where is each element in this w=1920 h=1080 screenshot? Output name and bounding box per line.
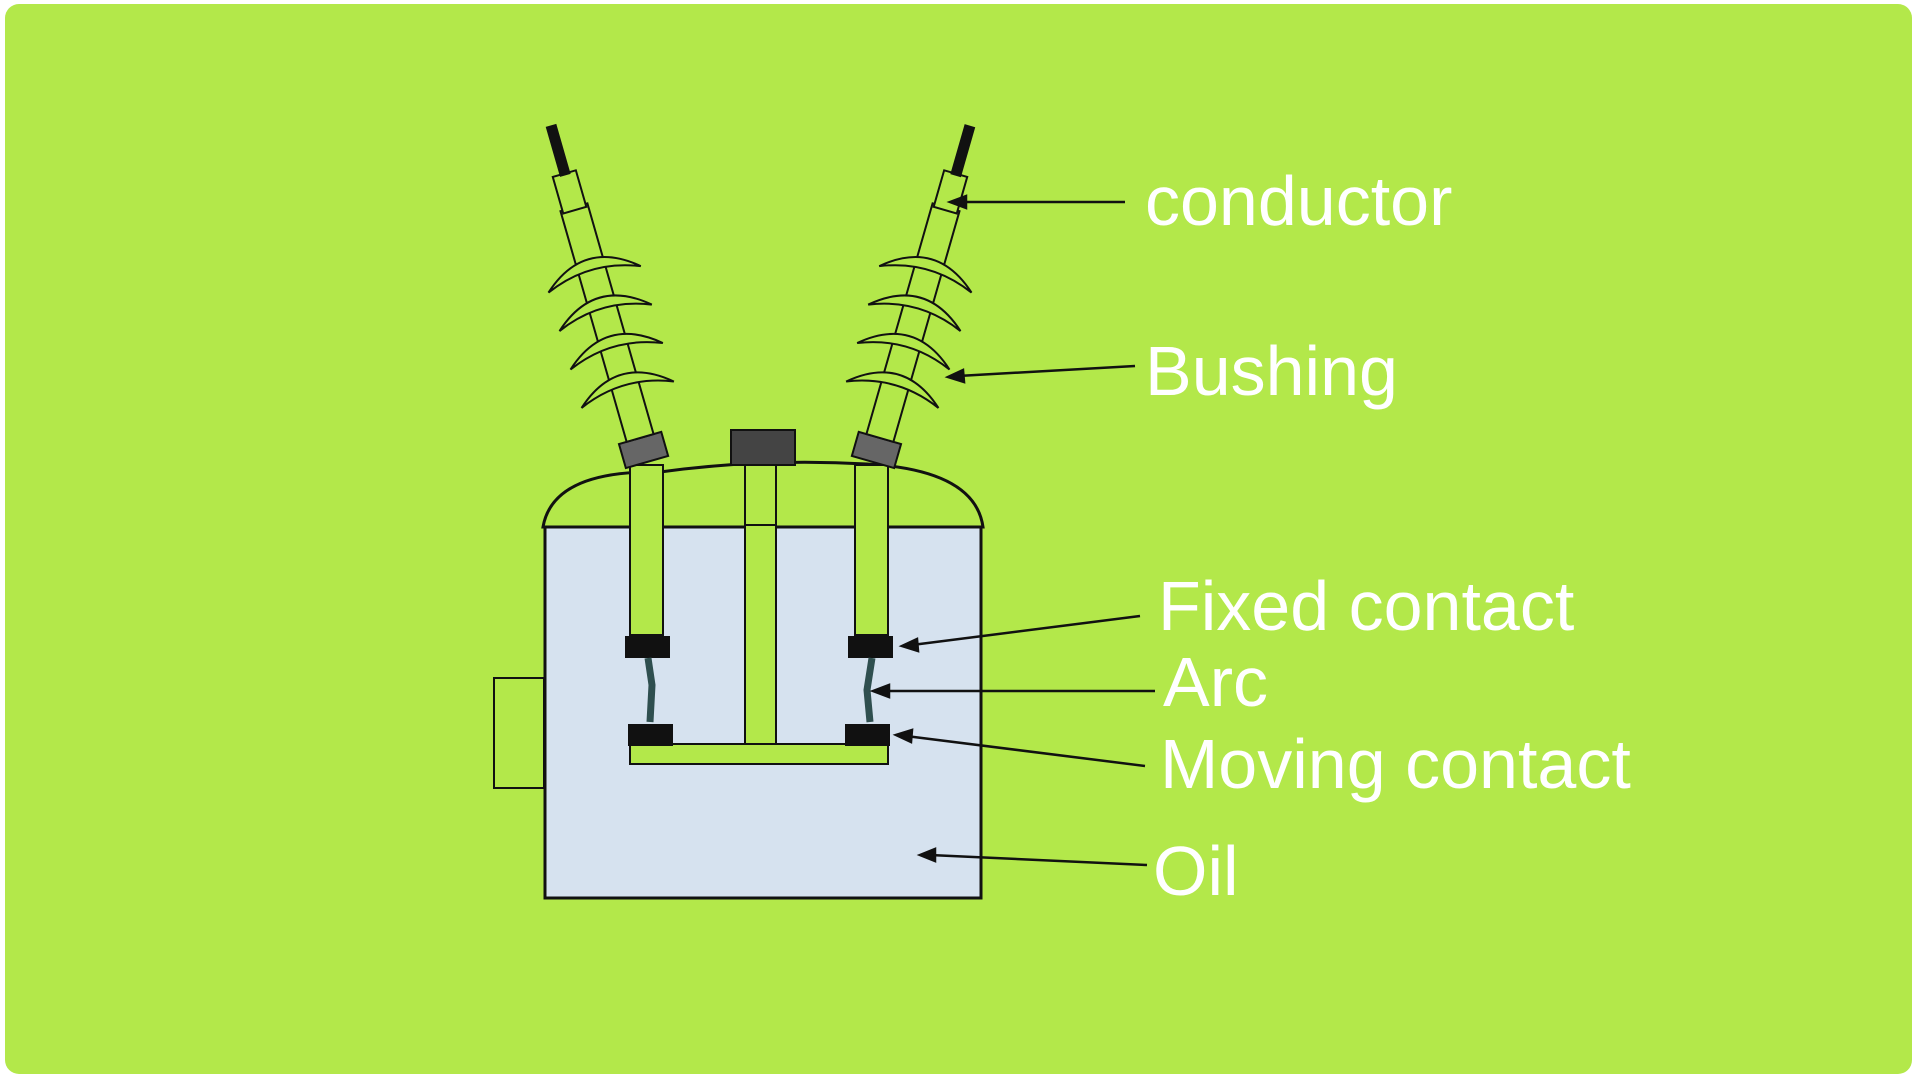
oil-arrow [916, 847, 937, 863]
moving-contact-arrow [892, 728, 914, 744]
moving-contact-bar [629, 743, 889, 765]
fixed-contact-label: Fixed contact [1158, 567, 1574, 645]
left-bushing [545, 123, 675, 470]
bushing-leader [957, 364, 1136, 378]
right-moving-contact [845, 724, 890, 746]
operating-rod-cap [730, 429, 796, 466]
moving-contact-leader [905, 734, 1146, 768]
operating-rod-upper [744, 464, 777, 526]
left-bushing-stem [629, 464, 664, 636]
operating-rod [744, 524, 777, 746]
right-bushing [845, 124, 976, 470]
bushing-label: Bushing [1145, 332, 1398, 410]
left-bushing-shed [569, 332, 664, 371]
right-bushing-shed [878, 256, 973, 294]
right-arc [863, 657, 876, 723]
left-bushing-shed [547, 256, 642, 294]
left-moving-contact [628, 724, 673, 746]
leader-lines [869, 194, 1155, 867]
diagram-frame: conductor Bushing Fixed contact Arc Movi… [5, 4, 1912, 1074]
fixed-contact-leader [911, 614, 1141, 647]
arc-label: Arc [1163, 643, 1268, 721]
conductor-arrow [946, 194, 968, 210]
left-bushing-shed [580, 371, 675, 409]
right-conductor [950, 124, 976, 178]
conductor-label: conductor [1145, 162, 1452, 240]
arc-arrow [869, 683, 891, 699]
moving-contact-label: Moving contact [1160, 725, 1631, 803]
oil-leader [929, 853, 1148, 867]
oil-label: Oil [1153, 832, 1239, 910]
right-bushing-shed [845, 371, 940, 409]
right-bushing-stem [854, 464, 889, 636]
left-bushing-shed [558, 294, 653, 332]
bushing-arrow [944, 368, 966, 384]
fixed-contact-arrow [898, 637, 920, 653]
left-fixed-contact [625, 636, 670, 658]
side-attachment [493, 677, 545, 789]
circuit-breaker-diagram: conductor Bushing Fixed contact Arc Movi… [5, 4, 1912, 1074]
right-bushing-shed [867, 294, 962, 332]
left-arc [644, 657, 656, 723]
right-bushing-shed [856, 332, 951, 371]
left-conductor [545, 123, 571, 177]
right-fixed-contact [848, 636, 893, 658]
